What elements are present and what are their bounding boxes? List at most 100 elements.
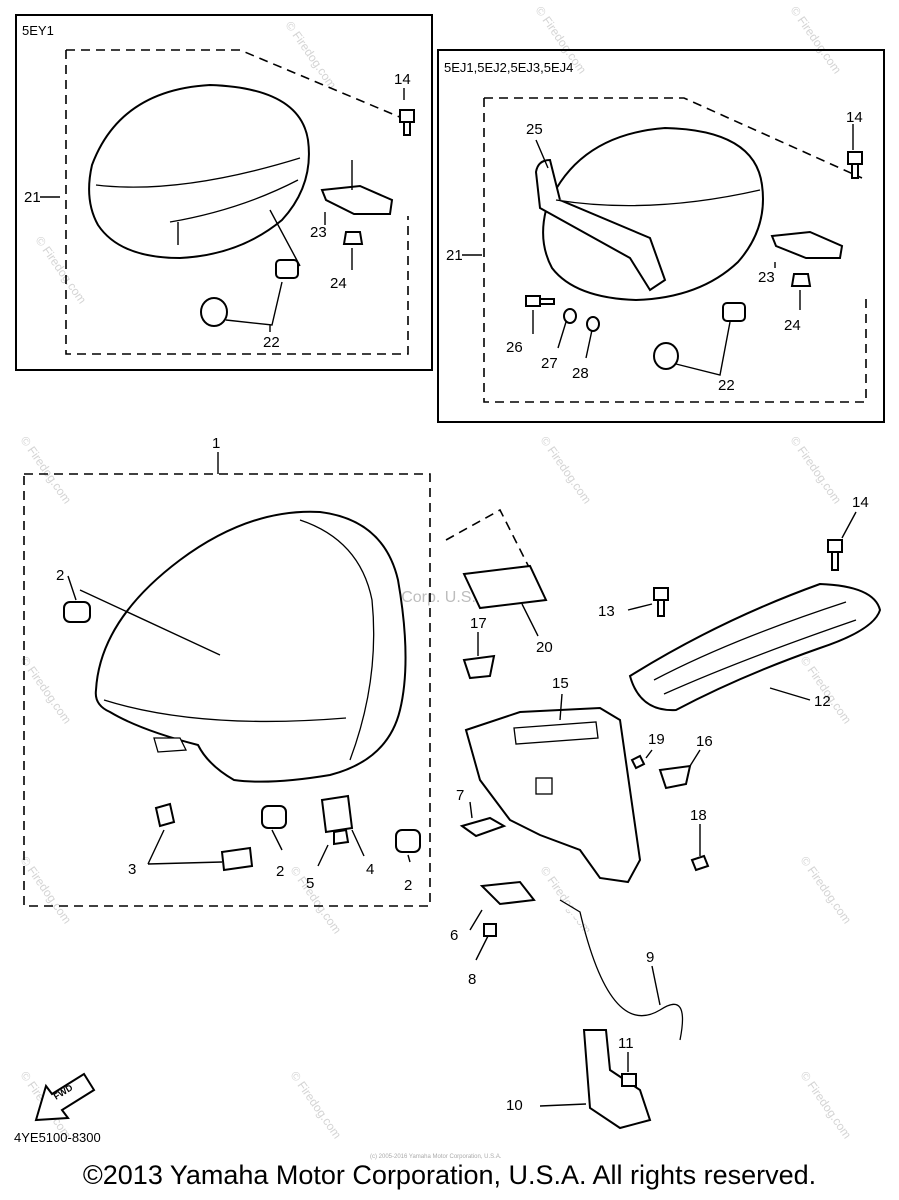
leader-lines [841,511,857,539]
leader-lines [645,749,653,759]
leader-lines [67,575,411,863]
callout-17: 17 [470,615,487,632]
inset-5ey1-label: 5EY1 [22,23,54,38]
bracket-23 [770,230,844,259]
callout-18: 18 [690,807,707,824]
seat-seam [555,189,761,207]
tiny-credit: (c) 2005-2016 Yamaha Motor Corporation, … [370,1154,502,1160]
main-assembly: 1 2 2 2 3 4 5 20 17 [23,435,882,1130]
callout-14: 14 [394,71,411,88]
plate-outline [445,508,539,586]
callout-13: 13 [598,603,615,620]
grab-rail-inner [653,601,857,695]
inset-5ey1: 5EY1 14 21 23 24 22 [15,14,433,371]
callout-11: 11 [618,1035,634,1052]
callout-8: 8 [468,971,476,988]
callout-24: 24 [784,317,801,334]
leader-lines [462,124,854,376]
screw-11 [621,1073,637,1087]
seat-seam [169,179,299,223]
hook-7 [459,816,507,838]
callout-27: 27 [541,355,558,372]
diagram-code: 4YE5100-8300 [14,1130,101,1145]
callout-24: 24 [330,275,347,292]
nut-24 [342,231,364,245]
leader-lines [469,909,489,961]
watermark-firedog: © Firedog.com [788,434,845,507]
grab-rail-12 [628,582,882,712]
bracket-slot [513,721,599,745]
damper-22 [722,302,746,322]
watermark-firedog: © Firedog.com [18,654,75,727]
seat-seam [103,699,347,723]
watermark-firedog: © Firedog.com [288,864,345,937]
bracket-6 [479,880,536,906]
callout-21: 21 [446,247,463,264]
assembly-outline [483,97,867,403]
leader-lines [521,603,539,637]
damper-22 [275,259,299,279]
callout-7: 7 [456,787,464,804]
leader-lines [627,603,653,611]
callout-1: 1 [212,435,220,452]
cable-9 [559,899,684,1041]
copyright-notice: ©2013 Yamaha Motor Corporation, U.S.A. A… [82,1160,817,1190]
watermark-firedog: © Firedog.com [33,234,90,307]
leader-lines [559,693,563,721]
callout-10: 10 [506,1097,523,1114]
damper-2 [63,601,91,623]
clip-3 [220,846,254,872]
callout-15: 15 [552,675,569,692]
callout-6: 6 [450,927,458,944]
leader-lines [689,749,701,767]
damper-22 [653,342,679,370]
watermark-firedog: © Firedog.com [18,854,75,927]
washer-28 [586,316,600,332]
bolt-18 [690,854,710,872]
leader-lines [147,829,223,865]
callout-5: 5 [306,875,314,892]
damper-2 [261,805,287,829]
leader-lines [769,687,811,701]
watermark-firedog: © Firedog.com [538,434,595,507]
seat-tab [153,737,188,753]
watermark-firedog: © Firedog.com [288,1069,345,1142]
bolt-14 [847,151,863,179]
callout-16: 16 [696,733,713,750]
clip-3 [154,802,176,828]
leader-lines [469,801,473,819]
leader-lines [317,829,365,867]
seat-lock-10 [582,1029,652,1130]
damper-16 [658,764,692,790]
watermark-firedog: © Firedog.com [798,1069,855,1142]
watermark-firedog: © Firedog.com [538,864,595,937]
callout-22: 22 [718,377,735,394]
bolt-14 [827,539,843,571]
seat-seam [299,519,375,761]
callout-22: 22 [263,334,280,351]
watermark-firedog: © Firedog.com [798,854,855,927]
callout-2: 2 [56,567,64,584]
callout-14: 14 [852,494,869,511]
callout-25: 25 [526,121,543,138]
fwd-arrow-icon [34,1072,96,1122]
damper-22 [200,297,228,327]
callout-3: 3 [128,861,136,878]
inset-5ej: 5EJ1,5EJ2,5EJ3,5EJ4 14 25 21 23 24 26 27… [437,49,885,423]
callout-23: 23 [310,224,327,241]
bolt-8 [483,923,497,937]
callout-26: 26 [506,339,523,356]
watermark-firedog: © Firedog.com [798,654,855,727]
callout-12: 12 [814,693,831,710]
callout-14: 14 [846,109,863,126]
leader-lines [651,965,661,1006]
bracket-15 [464,706,642,884]
inset-5ej-frame [437,49,885,423]
callout-20: 20 [536,639,553,656]
bracket-hole [535,777,553,795]
backrest-bar-25 [534,158,667,292]
inset-5ey1-frame [15,14,433,371]
bolt-26 [525,295,555,307]
nut-24 [790,273,812,287]
